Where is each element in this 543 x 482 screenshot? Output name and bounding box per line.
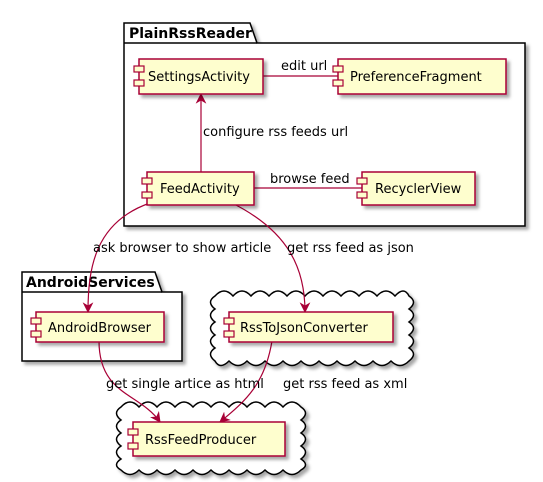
package-title: AndroidServices (26, 275, 155, 291)
edge-label-edit-url: edit url (281, 59, 327, 74)
component-label: PreferenceFragment (350, 70, 482, 85)
component-label: RecyclerView (375, 182, 462, 197)
edge-get-rss-json (231, 202, 311, 314)
edge-get-rss-xml (219, 340, 273, 423)
edge-ask-browser (82, 202, 151, 314)
component-label: AndroidBrowser (48, 321, 152, 336)
edge-label-browse-feed: browse feed (270, 172, 350, 187)
edge-label-configure-url: configure rss feeds url (203, 125, 348, 140)
component-android-browser: AndroidBrowser (30, 311, 165, 343)
edge-label-get-single-article: get single artice as html (106, 377, 264, 392)
component-feed-activity: FeedActivity (141, 171, 255, 206)
edge-label-get-rss-xml: get rss feed as xml (283, 377, 407, 392)
edge-get-single-article (98, 340, 161, 423)
edge-label-get-rss-json: get rss feed as json (287, 241, 414, 256)
component-preference-fragment: PreferenceFragment (332, 58, 507, 95)
edge-label-ask-browser: ask browser to show article (93, 241, 271, 256)
component-settings-activity: SettingsActivity (133, 58, 264, 95)
edges (82, 75, 362, 423)
package-title: PlainRssReader (129, 26, 252, 42)
component-recycler-view: RecyclerView (356, 171, 476, 206)
component-label: FeedActivity (160, 182, 240, 197)
component-rss-feed-producer: RssFeedProducer (127, 421, 286, 457)
component-label: SettingsActivity (148, 70, 250, 85)
component-label: RssFeedProducer (145, 433, 257, 448)
component-rss-to-json-converter: RssToJsonConverter (223, 311, 394, 343)
component-label: RssToJsonConverter (240, 321, 368, 336)
